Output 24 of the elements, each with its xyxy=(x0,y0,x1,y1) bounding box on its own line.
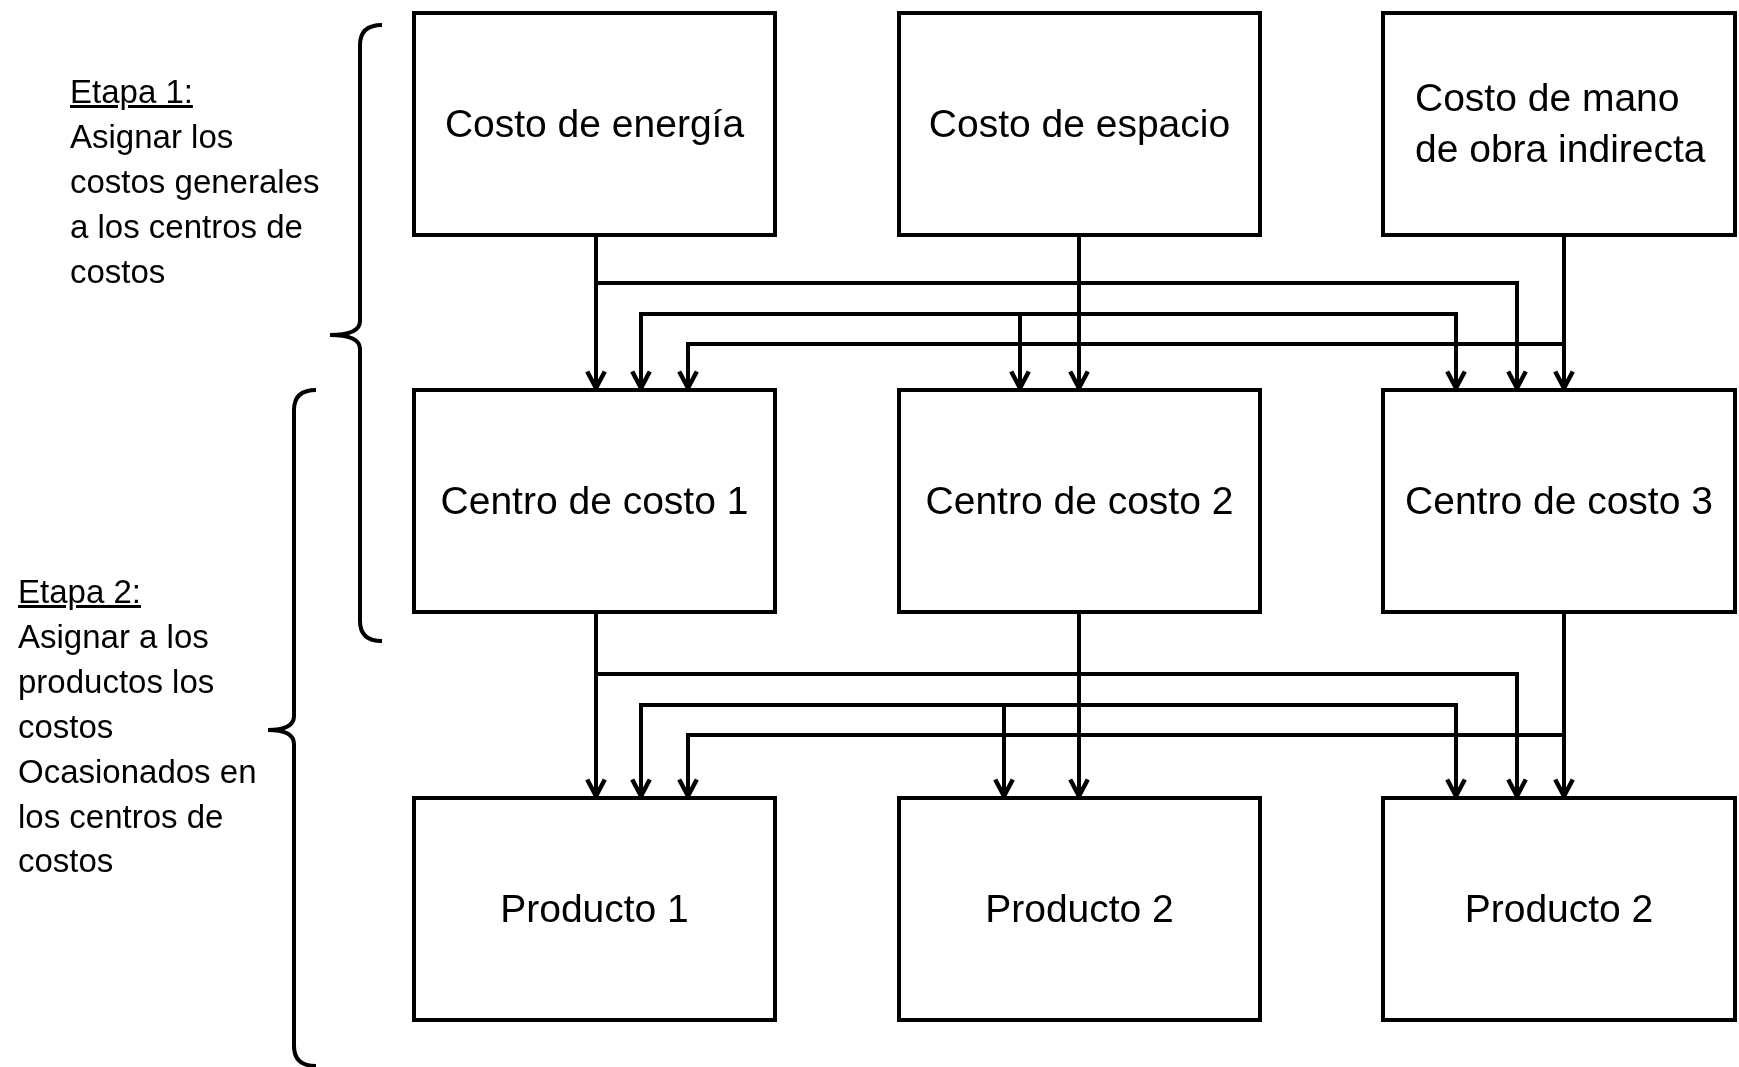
stage-description: Asignar a los productos los costos Ocasionados en los centros de costos xyxy=(18,617,258,882)
stage-description: Asignar los costos generales a los centros de costos xyxy=(70,117,320,292)
process-box xyxy=(1381,11,1737,237)
process-box xyxy=(412,11,777,237)
box-label: Costo de mano de obra indirecta xyxy=(1415,75,1707,172)
box-label: Producto 2 xyxy=(1464,885,1654,932)
stage-heading: Etapa 2: xyxy=(18,572,141,612)
box-label: Centro de costo 1 xyxy=(440,477,749,524)
process-box xyxy=(1381,388,1737,614)
box-label: Producto 1 xyxy=(500,885,689,932)
process-box xyxy=(897,796,1262,1022)
box-label: Costo de energía xyxy=(444,100,745,147)
box-label: Centro de costo 3 xyxy=(1405,477,1713,524)
arrow xyxy=(1077,614,1467,799)
box-label: Producto 2 xyxy=(985,885,1174,932)
process-box xyxy=(412,388,777,614)
arrow xyxy=(1077,237,1467,391)
process-box xyxy=(897,388,1262,614)
box-label: Centro de costo 2 xyxy=(925,477,1234,524)
process-box xyxy=(1381,796,1737,1022)
box-label: Costo de espacio xyxy=(928,100,1231,147)
process-box xyxy=(412,796,777,1022)
stage-heading: Etapa 1: xyxy=(70,72,193,112)
process-box xyxy=(897,11,1262,237)
